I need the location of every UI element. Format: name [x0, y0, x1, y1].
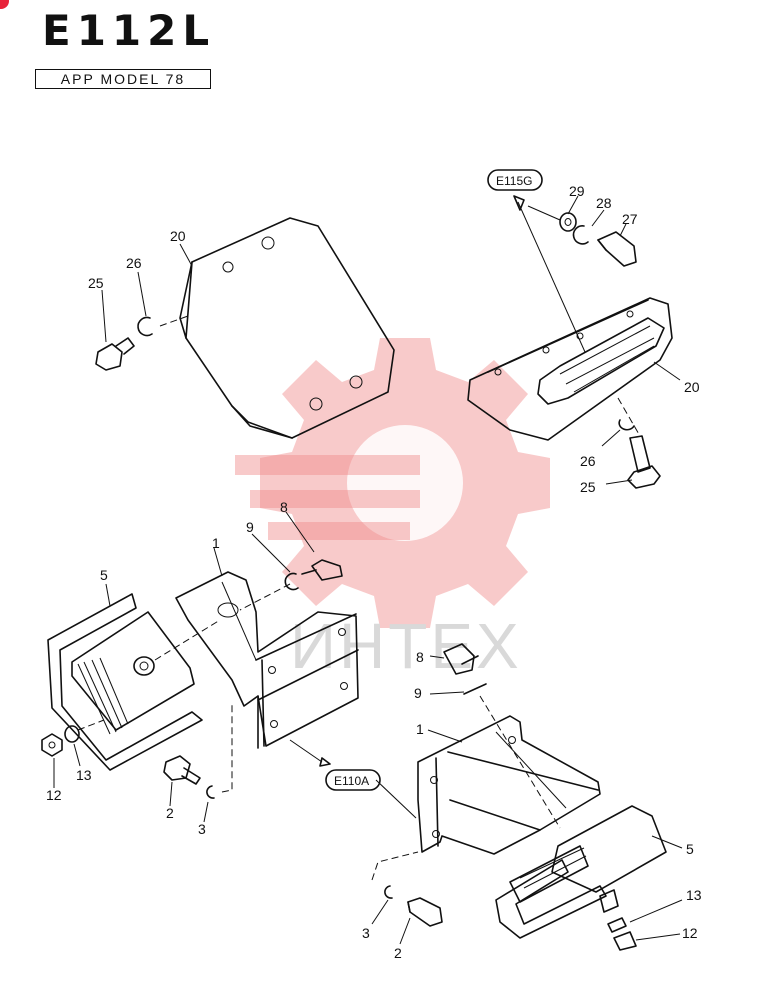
watermark-gear-logo — [235, 338, 550, 628]
washer-29 — [559, 212, 577, 232]
callout-13: 13 — [76, 767, 92, 783]
reference-e110a: E110A — [325, 769, 381, 791]
washer-26-upper-left — [137, 316, 153, 337]
washer-13-right — [607, 917, 627, 933]
reference-e115g: E115G — [487, 169, 543, 191]
callout-5: 5 — [100, 567, 108, 583]
callout-2: 2 — [166, 805, 174, 821]
cushion-assembly-upper-right — [467, 297, 673, 441]
callout-1: 1 — [212, 535, 220, 551]
callout-8: 8 — [416, 649, 424, 665]
washer-9-lower — [463, 683, 487, 695]
bolt-8-upper — [301, 559, 343, 581]
washer-3-right — [384, 885, 393, 899]
callout-8: 8 — [280, 499, 288, 515]
engine-bracket-right — [417, 715, 601, 855]
reference-e110a-label: E110A — [334, 774, 369, 788]
bolt-25-upper-right — [627, 435, 661, 489]
callout-9: 9 — [246, 519, 254, 535]
nut-12-right — [613, 931, 637, 951]
washer-3-left — [206, 785, 215, 799]
lock-washer-28 — [572, 225, 589, 245]
bolt-2-right — [407, 897, 443, 927]
callout-20: 20 — [170, 228, 186, 244]
page-title: E112L — [42, 6, 216, 55]
bolt-8-lower — [443, 643, 479, 675]
callout-26: 26 — [126, 255, 142, 271]
callout-9: 9 — [414, 685, 422, 701]
callout-12: 12 — [682, 925, 698, 941]
callout-13: 13 — [686, 887, 702, 903]
callout-labels: 20 26 25 29 28 27 20 26 25 8 9 1 5 12 13… — [46, 183, 702, 961]
callout-2: 2 — [394, 945, 402, 961]
watermark-text: ИНТЕХ — [290, 610, 522, 682]
callout-27: 27 — [622, 211, 638, 227]
callout-12: 12 — [46, 787, 62, 803]
callout-29: 29 — [569, 183, 585, 199]
reference-e115g-label: E115G — [496, 174, 532, 188]
callout-1: 1 — [416, 721, 424, 737]
bolt-25-upper-left — [95, 337, 135, 371]
callout-28: 28 — [596, 195, 612, 211]
callout-25: 25 — [580, 479, 596, 495]
callout-5: 5 — [686, 841, 694, 857]
washer-26-upper-right — [618, 419, 635, 431]
engine-mount-cushion-left — [47, 593, 203, 771]
callout-3: 3 — [198, 821, 206, 837]
cushion-housing-upper-left — [179, 217, 395, 439]
nut-12-left — [41, 733, 63, 757]
washer-9-upper — [284, 572, 299, 591]
callout-20: 20 — [684, 379, 700, 395]
callout-26: 26 — [580, 453, 596, 469]
callout-3: 3 — [362, 925, 370, 941]
engine-mount-cushion-right — [495, 805, 667, 939]
washer-13-left — [64, 725, 80, 743]
engine-bracket-left — [175, 571, 359, 749]
corner-mark — [0, 0, 9, 9]
callout-25: 25 — [88, 275, 104, 291]
model-label-box: APP MODEL 78 — [35, 69, 211, 89]
bolt-2-left — [163, 755, 201, 785]
bolt-27 — [597, 231, 637, 267]
